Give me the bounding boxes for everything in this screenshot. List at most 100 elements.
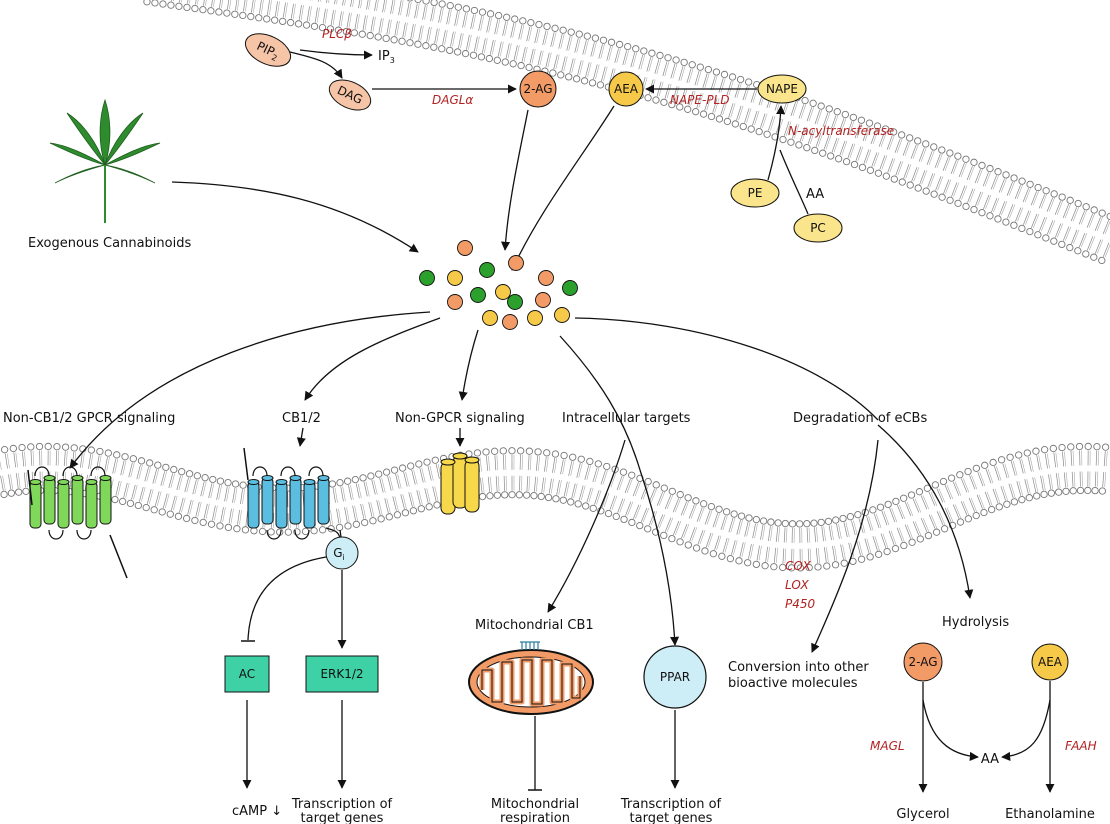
pc-label: PC	[810, 221, 826, 235]
ppar-label: PPAR	[660, 670, 690, 684]
ligand-dot	[447, 294, 463, 310]
aea-to-cluster-arrow	[511, 105, 615, 271]
cb12-label: CB1/2	[282, 411, 321, 426]
plcb-label: PLCβ	[322, 27, 352, 41]
mito-cb1-label: Mitochondrial CB1	[475, 618, 594, 633]
ligand-dot	[482, 310, 498, 326]
ligand-dot	[502, 314, 518, 330]
transcription-1-line2: target genes	[301, 811, 384, 824]
to-hydrolysis-arrow	[877, 424, 974, 599]
ligand-dot	[562, 280, 578, 296]
conversion-line1: Conversion into other	[728, 660, 869, 675]
exogenous-arrow	[171, 181, 419, 253]
aa-bottom-label: AA	[981, 752, 999, 767]
transcription-1-line1: Transcription of	[291, 797, 393, 812]
cb12-pathway-arrow	[304, 317, 441, 401]
ligand-dot	[457, 240, 473, 256]
2ag-to-aa-arrow	[922, 699, 979, 761]
receptor-to-gi-line	[339, 529, 342, 538]
glycerol-label: Glycerol	[896, 807, 949, 822]
ligand-dot	[507, 294, 523, 310]
non-cb-label: Non-CB1/2 GPCR signaling	[3, 411, 175, 426]
cannabis-leaf-icon	[49, 98, 161, 223]
non-gpcr-label: Non-GPCR signaling	[395, 411, 525, 426]
svg-text:IP3: IP3	[378, 49, 395, 65]
pc-to-nape-line	[779, 149, 809, 215]
ion-channel-icon	[440, 452, 480, 515]
ligand-dot	[535, 292, 551, 308]
ligand-dot	[527, 310, 543, 326]
gi-label: G	[333, 546, 342, 560]
ligand-cluster	[419, 240, 578, 330]
mitochondrion-icon	[468, 641, 594, 715]
degradation-label: Degradation of eCBs	[793, 411, 927, 426]
pip2-to-dag-arrow	[289, 51, 343, 79]
svg-text:Gi: Gi	[333, 546, 345, 562]
intracellular-label: Intracellular targets	[562, 411, 691, 426]
aea-bottom-node: AEA	[1031, 643, 1069, 681]
pip2-node: PIP2	[244, 33, 292, 67]
pc-node: PC	[793, 213, 843, 243]
ligand-dot	[447, 270, 463, 286]
svg-text:PIP2: PIP2	[254, 39, 282, 63]
ligand-dot	[508, 255, 524, 271]
conversion-line2: bioactive molecules	[728, 676, 858, 691]
intracellular-pathway-line	[559, 335, 641, 471]
to-conversion-arrow	[811, 439, 879, 653]
ppar-tx-line2: target genes	[630, 811, 713, 824]
two-ag-top-node: 2-AG	[519, 70, 557, 108]
aea-top-label: AEA	[614, 82, 639, 96]
ip3-label: IP	[378, 49, 390, 64]
dag-node: DAG	[328, 79, 372, 111]
aea-bottom-label: AEA	[1038, 655, 1063, 669]
to-ppar-arrow	[639, 469, 680, 646]
erk-box: ERK1/2	[305, 655, 379, 693]
lox-label: LOX	[785, 578, 809, 592]
pip2-sub: 2	[270, 53, 278, 63]
cox-label: COX	[785, 559, 812, 573]
aa-top-label: AA	[806, 187, 824, 202]
cb12-to-receptor-arrow	[296, 427, 306, 447]
erk-label: ERK1/2	[320, 667, 363, 681]
bottom-membrane-icon	[0, 442, 1110, 572]
aea-to-aa-arrow	[1001, 699, 1051, 761]
mito-resp-line1: Mitochondrial	[491, 797, 579, 812]
ppar-node: PPAR	[643, 645, 707, 709]
cb1-receptor-icon	[243, 447, 341, 540]
ligand-dot	[495, 284, 511, 300]
ethanolamine-label: Ethanolamine	[1005, 807, 1095, 822]
mito-resp-line2: respiration	[500, 811, 570, 824]
pe-node: PE	[730, 178, 780, 208]
hydrolysis-label: Hydrolysis	[942, 615, 1009, 630]
gi-sub: i	[343, 553, 345, 562]
to-mito-cb1-arrow	[547, 439, 626, 613]
non-cb-gpcr-receptor-icon	[27, 466, 128, 579]
nape-pld-label: NAPE-PLD	[670, 93, 730, 107]
ip3-sub: 3	[390, 56, 395, 65]
gi-node: Gi	[325, 536, 359, 570]
non-cb-pathway-arrow	[69, 311, 431, 469]
degradation-pathway-line	[574, 317, 879, 421]
nape-node: NAPE	[757, 74, 807, 104]
ligand-dot	[419, 270, 435, 286]
non-gpcr-pathway-arrow	[458, 329, 479, 401]
ac-box: AC	[224, 655, 270, 693]
pe-label: PE	[748, 186, 763, 200]
two-ag-to-cluster-arrow	[501, 109, 529, 251]
dagla-label: DAGLα	[432, 93, 473, 107]
pip2-label: PIP	[255, 39, 277, 59]
ligand-dot	[554, 307, 570, 323]
two-ag-bottom-label: 2-AG	[909, 655, 938, 669]
ligand-dot	[479, 262, 495, 278]
top-membrane-icon	[143, 0, 1110, 265]
ac-label: AC	[239, 667, 255, 681]
ligand-dot	[538, 270, 554, 286]
faah-label: FAAH	[1065, 739, 1097, 753]
ppar-tx-line1: Transcription of	[620, 797, 722, 812]
two-ag-bottom-node: 2-AG	[903, 642, 943, 682]
p450-label: P450	[785, 597, 816, 611]
ligand-dot	[470, 287, 486, 303]
exogenous-label: Exogenous Cannabinoids	[28, 236, 191, 251]
aea-top-node: AEA	[608, 71, 644, 107]
